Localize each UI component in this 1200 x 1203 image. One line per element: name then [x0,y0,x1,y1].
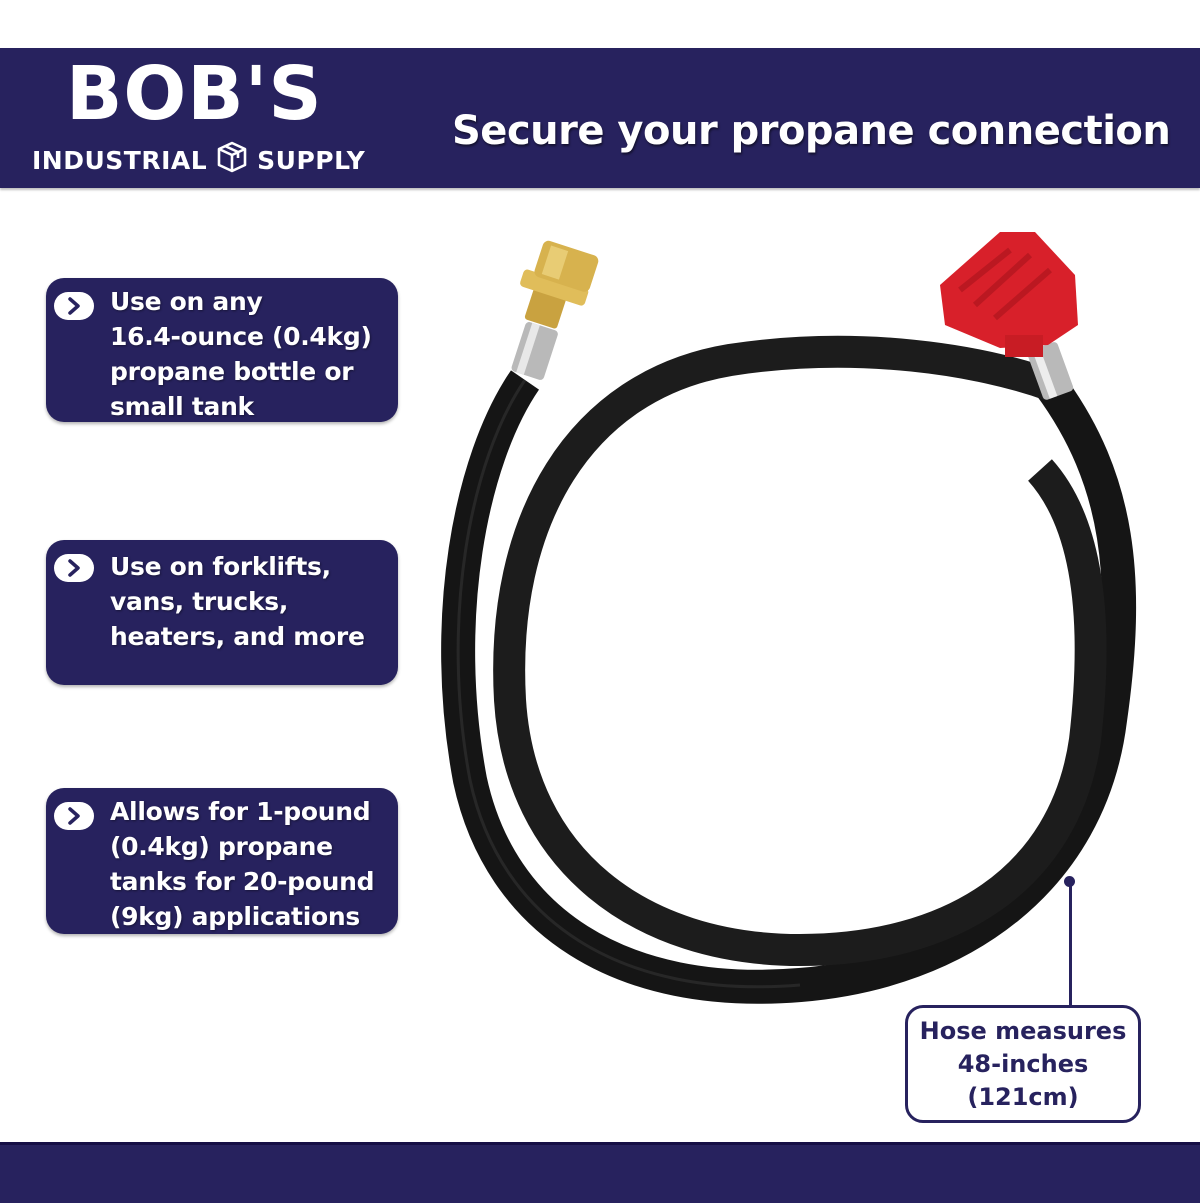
header-banner: BOB'S INDUSTRIAL SUPPLY Secure your prop… [0,48,1200,188]
logo-right-word: SUPPLY [257,145,366,175]
feature-card-1: Use on any 16.4-ounce (0.4kg) propane bo… [46,278,398,422]
feature-text: Use on any 16.4-ounce (0.4kg) propane bo… [110,287,372,421]
logo-main-text: BOB'S [66,51,323,137]
callout-leader-line [1069,880,1072,1005]
tagline: Secure your propane connection [452,108,1171,154]
red-fitting [940,232,1078,357]
chevron-right-icon [54,292,94,320]
chevron-right-icon [54,554,94,582]
left-ferrule [511,322,558,380]
feature-text: Use on forklifts, vans, trucks, heaters,… [110,552,365,651]
feature-card-2: Use on forklifts, vans, trucks, heaters,… [46,540,398,685]
footer-banner [0,1142,1200,1203]
box-icon [215,140,249,180]
brass-fitting [520,240,599,329]
feature-card-3: Allows for 1-pound (0.4kg) propane tanks… [46,788,398,934]
logo-left-word: INDUSTRIAL [32,145,208,175]
chevron-right-icon [54,802,94,830]
feature-text: Allows for 1-pound (0.4kg) propane tanks… [110,797,375,931]
product-hose-image [441,232,1137,1004]
hose-length-callout: Hose measures 48-inches (121cm) [905,1005,1141,1123]
brand-logo: BOB'S INDUSTRIAL SUPPLY [30,48,390,188]
logo-subtitle: INDUSTRIAL SUPPLY [32,140,366,180]
